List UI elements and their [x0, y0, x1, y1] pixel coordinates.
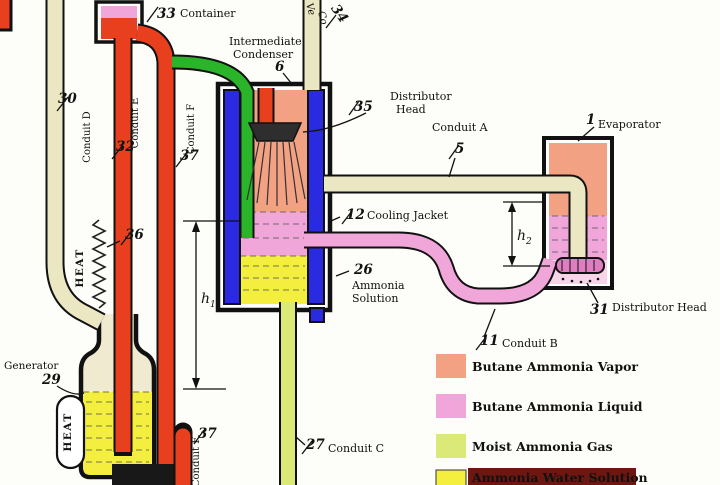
- h1-dimension: [183, 220, 240, 390]
- conduit-c-number: 27: [305, 437, 325, 453]
- generator-label: Generator: [4, 360, 59, 372]
- legend-highlight: [468, 468, 636, 485]
- conduit-f-lower-label: Conduit F: [191, 437, 202, 485]
- cooling-jacket-label: Cooling Jacket: [367, 209, 449, 222]
- ammonia-solution-number: 26: [353, 262, 373, 278]
- generator-number: 29: [41, 372, 61, 388]
- heat-lower-label: HEAT: [62, 412, 74, 451]
- legend-swatch-vapor: [436, 354, 466, 378]
- distributor-head-lower-label: Distributor Head: [612, 301, 707, 314]
- conduit-f-lower-number: 37: [198, 426, 217, 442]
- conduit-d-pipe: [45, 0, 106, 331]
- h2-dimension: [503, 201, 550, 267]
- conduit-e-number: 32: [116, 139, 135, 155]
- evaporator-label: Evaporator: [598, 118, 661, 131]
- spray-lines: [246, 141, 306, 206]
- distributor-31-hatch: [561, 259, 595, 272]
- conduit-b-label: Conduit B: [502, 337, 558, 350]
- intermediate-condenser-number: 6: [275, 59, 285, 75]
- intermediate-condenser-label-1: Intermediate: [229, 35, 302, 48]
- cooling-jacket-outlet-stub: [309, 307, 325, 323]
- edge-pipe-stub: [0, 0, 13, 32]
- distributor-head-upper-label-2: Head: [396, 103, 426, 116]
- distributor-head-upper-shape: [246, 122, 306, 206]
- distributor-31-droplets: [561, 277, 600, 284]
- spray-head-cap: [247, 122, 303, 142]
- conduit-f-upper-number: 37: [180, 148, 199, 164]
- container-number: 33: [157, 6, 176, 22]
- green-pipe-fill: [171, 56, 253, 238]
- conduit-f-pipe: [135, 23, 176, 469]
- conduit-b-fill: [304, 233, 557, 303]
- ammonia-solution-label-1: Ammonia: [351, 279, 405, 292]
- intermediate-condenser: [215, 81, 333, 323]
- conduit-d-label: Conduit D: [82, 111, 93, 162]
- top-cutoff-label-1: Ve: [303, 2, 317, 17]
- legend-label-liquid: Butane Ammonia Liquid: [472, 399, 643, 414]
- legend: Butane Ammonia Vapor Butane Ammonia Liqu…: [435, 354, 648, 485]
- heat-stadium-outline: [55, 394, 86, 470]
- conduit-d-number: 30: [58, 91, 77, 107]
- heat-upper-label: HEAT: [74, 248, 86, 287]
- legend-label-solution: Ammonia Water Solution: [471, 470, 648, 485]
- conduit-c-label: Conduit C: [328, 442, 384, 455]
- conduit-b-pipe: [304, 231, 558, 305]
- conduit-b-number: 11: [480, 333, 499, 349]
- conduit-e-label: Conduit E: [130, 98, 141, 149]
- cooling-jacket-left: [223, 89, 241, 305]
- supply-container: [94, 0, 144, 44]
- legend-label-vapor: Butane Ammonia Vapor: [472, 359, 638, 374]
- distributor-head-upper-number: 35: [354, 99, 373, 115]
- legend-swatch-liquid: [436, 394, 466, 418]
- h2-label: h2: [517, 228, 532, 247]
- conduit-f-upper-label: Conduit F: [186, 104, 197, 154]
- conduit-a-number: 5: [455, 141, 464, 157]
- heater-coil-icon: [91, 219, 107, 309]
- cooling-jacket-right: [307, 89, 325, 305]
- heater-number: 36: [125, 227, 144, 243]
- legend-swatch-solution: [435, 469, 467, 485]
- conduit-d-fill: [47, 0, 105, 329]
- cooling-jacket-number: 12: [346, 207, 365, 223]
- legend-swatch-moist-gas: [436, 434, 466, 458]
- conduit-a-fill: [324, 176, 586, 257]
- h1-label: h1: [201, 291, 216, 310]
- conduit-a-label: Conduit A: [432, 121, 489, 134]
- green-transfer-pipe: [171, 54, 255, 238]
- evaporator-number: 1: [586, 112, 595, 128]
- pointer-lines: [56, 6, 599, 455]
- legend-label-moist-gas: Moist Ammonia Gas: [472, 439, 613, 454]
- container-label: Container: [180, 7, 236, 20]
- conduit-f-fill: [135, 25, 174, 469]
- container-liquid-top: [101, 6, 137, 18]
- distributor-head-lower-number: 31: [590, 302, 609, 318]
- distributor-head-lower-shape: [555, 257, 605, 284]
- conduit-e-pipe: [113, 38, 133, 456]
- intermediate-condenser-label-2: Condenser: [233, 48, 294, 61]
- distributor-31-body: [555, 257, 605, 274]
- condenser-solution-region: [240, 256, 308, 304]
- ammonia-solution-label-2: Solution: [352, 292, 398, 305]
- pump-box: [112, 464, 190, 485]
- distributor-head-upper-label-1: Distributor: [390, 90, 452, 103]
- top-cutoff-label-2: Co: [315, 10, 329, 26]
- container-liquid-bottom: [101, 18, 137, 39]
- conduit-a-pipe: [324, 174, 588, 257]
